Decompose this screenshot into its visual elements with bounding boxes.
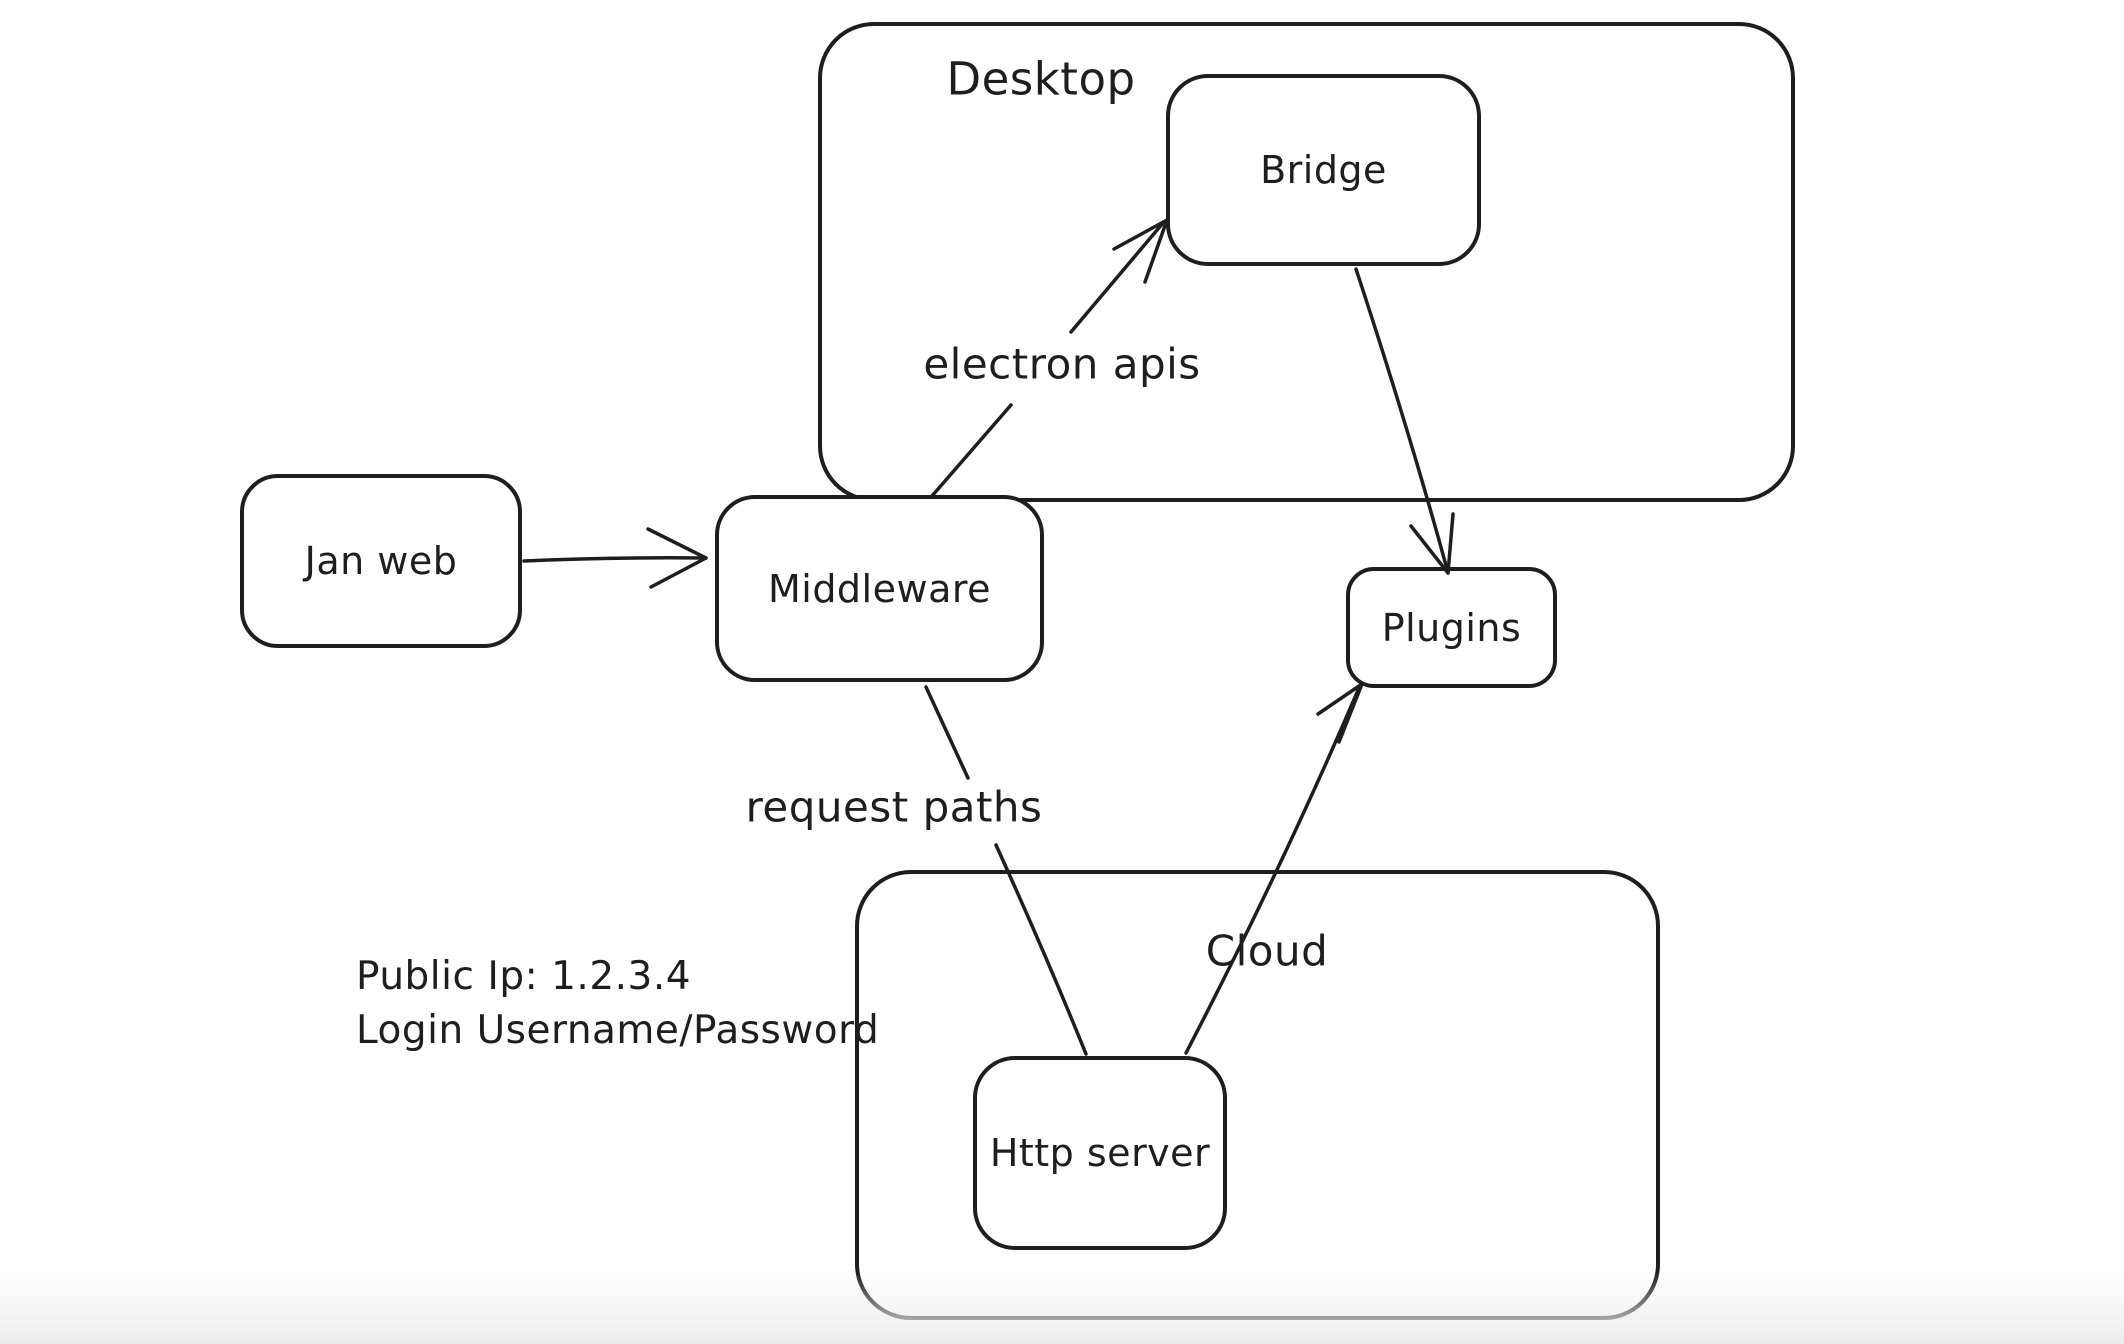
request-paths-edge-label[interactable]: request paths [739, 780, 1049, 834]
bridge-label: Bridge [1260, 148, 1387, 192]
plugins-label: Plugins [1381, 605, 1522, 650]
http-server-node[interactable]: Http server [973, 1056, 1227, 1250]
plugins-node[interactable]: Plugins [1346, 567, 1557, 688]
desktop-container-label[interactable]: Desktop [946, 52, 1136, 106]
login-line: Login Username/Password [356, 1008, 880, 1053]
arrowhead-icon [1316, 682, 1364, 744]
http-server-label: Http server [989, 1131, 1211, 1175]
middleware-node[interactable]: Middleware [715, 495, 1044, 682]
electron-apis-edge-label[interactable]: electron apis [917, 337, 1207, 391]
middleware-label: Middleware [767, 566, 992, 611]
arrowhead-icon [646, 527, 708, 589]
arrowhead-icon [1409, 512, 1455, 575]
jan-web-node[interactable]: Jan web [240, 474, 522, 648]
edge-line [522, 556, 708, 563]
bridge-node[interactable]: Bridge [1166, 74, 1481, 266]
public-ip-annotation[interactable]: Public Ip: 1.2.3.4 Login Username/Passwo… [356, 950, 879, 1058]
jan-web-label: Jan web [304, 539, 458, 583]
edge-janweb-middleware[interactable] [522, 527, 708, 589]
cloud-container-label[interactable]: Cloud [1205, 926, 1329, 976]
public-ip-line: Public Ip: 1.2.3.4 [356, 954, 692, 999]
desktop-container[interactable] [818, 22, 1795, 502]
